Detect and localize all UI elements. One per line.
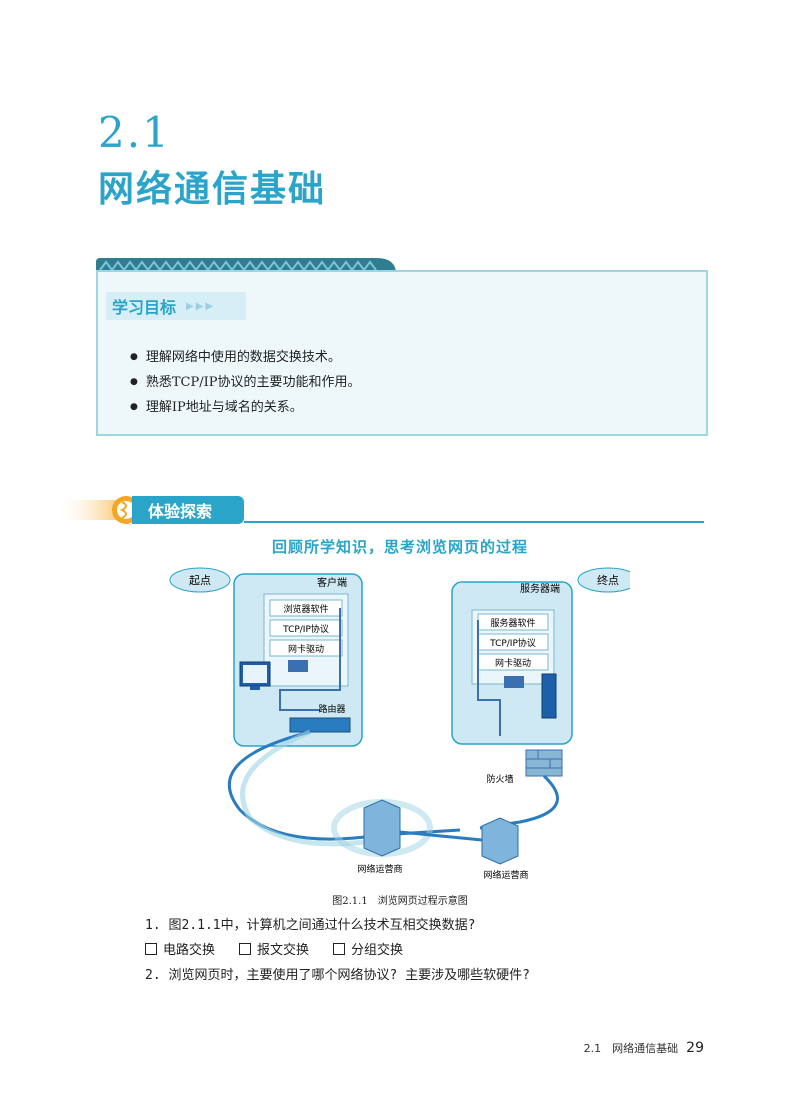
option-message-switching[interactable]: 报文交换 bbox=[239, 939, 309, 958]
figure-prompt: 回顾所学知识，思考浏览网页的过程 bbox=[271, 538, 528, 556]
server-layer: TCP/IP协议 bbox=[489, 637, 536, 649]
section-title: 网络通信基础 bbox=[98, 169, 327, 210]
explore-label: 体验探索 bbox=[132, 496, 244, 524]
client-label: 客户端 bbox=[317, 576, 347, 589]
footer-section: 2.1 网络通信基础 bbox=[583, 1042, 679, 1055]
section-number: 2.1 bbox=[98, 108, 171, 157]
router-label: 路由器 bbox=[318, 703, 345, 715]
learning-goals-title: 学习目标 bbox=[112, 298, 177, 317]
checkbox-icon[interactable] bbox=[239, 942, 252, 955]
page-footer: 2.1 网络通信基础 29 bbox=[584, 1040, 704, 1056]
figure-caption: 图2.1.1 浏览网页过程示意图 bbox=[332, 896, 468, 907]
option-packet-switching[interactable]: 分组交换 bbox=[333, 939, 403, 958]
question-1-options: 电路交换 报文交换 分组交换 bbox=[145, 939, 403, 958]
learning-goals-header: 学习目标 ▶▶▶ bbox=[106, 292, 246, 320]
option-circuit-switching[interactable]: 电路交换 bbox=[145, 939, 215, 958]
end-label: 终点 bbox=[597, 573, 619, 587]
client-layer: 网卡驱动 bbox=[288, 643, 324, 655]
checkbox-icon[interactable] bbox=[145, 942, 157, 955]
goal-item: 理解网络中使用的数据交换技术。 bbox=[130, 346, 361, 371]
question-2: 2. 浏览网页时，主要使用了哪个网络协议? 主要涉及哪些软硬件? bbox=[145, 968, 530, 983]
explore-divider bbox=[244, 521, 704, 523]
server-layer: 服务器软件 bbox=[490, 617, 535, 629]
question-1: 1. 图2.1.1中，计算机之间通过什么技术互相交换数据? bbox=[145, 918, 476, 933]
firewall-label: 防火墙 bbox=[486, 773, 513, 785]
checkbox-icon[interactable] bbox=[333, 942, 346, 955]
start-label: 起点 bbox=[189, 574, 211, 587]
client-layer: 浏览器软件 bbox=[283, 603, 328, 615]
page-number: 29 bbox=[686, 1040, 704, 1056]
triangle-arrows-icon: ▶▶▶ bbox=[186, 300, 216, 312]
server-layer: 网卡驱动 bbox=[495, 657, 531, 669]
learning-goals-list: 理解网络中使用的数据交换技术。 熟悉TCP/IP协议的主要功能和作用。 理解IP… bbox=[130, 346, 361, 421]
server-label: 服务器端 bbox=[520, 582, 560, 595]
browsing-process-diagram: 起点 终点 客户端 浏览器软件 TCP/IP协议 网卡驱动 路由器 服务器端 服… bbox=[169, 567, 630, 881]
goal-item: 熟悉TCP/IP协议的主要功能和作用。 bbox=[130, 371, 361, 396]
client-layer: TCP/IP协议 bbox=[282, 623, 329, 635]
isp-label: 网络运营商 bbox=[483, 869, 528, 881]
goal-item: 理解IP地址与域名的关系。 bbox=[130, 396, 361, 421]
isp-label: 网络运营商 bbox=[357, 863, 402, 875]
